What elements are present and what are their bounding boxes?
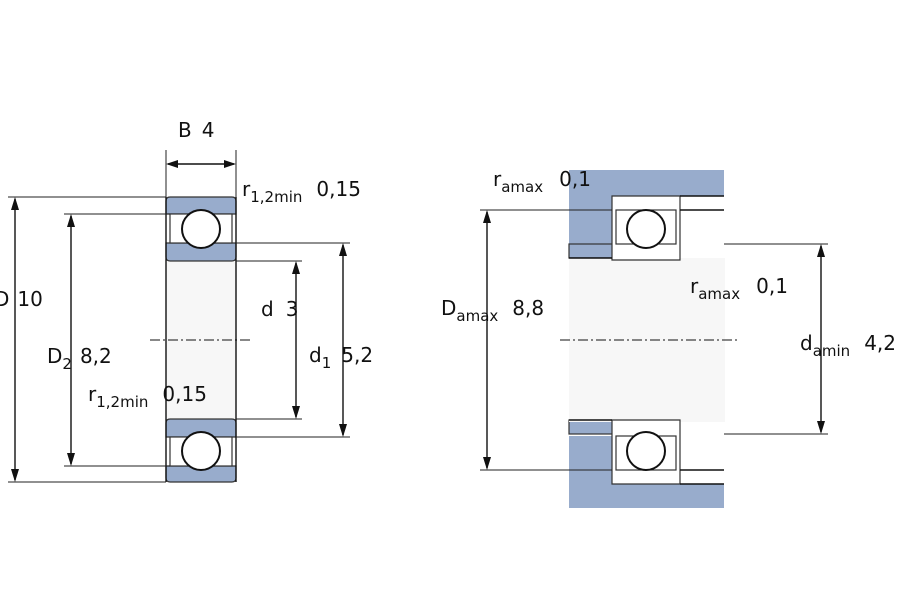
svg-text:B4: B4 — [178, 118, 214, 142]
bearing-section — [150, 196, 252, 483]
svg-text:d15,2: d15,2 — [309, 343, 373, 372]
svg-text:D10: D10 — [0, 287, 43, 311]
ball-top — [181, 209, 221, 249]
ball-bottom-right — [626, 431, 666, 471]
ball-bottom — [181, 431, 221, 471]
svg-text:D28,2: D28,2 — [47, 344, 112, 373]
mounting-section — [560, 170, 740, 508]
ball-top-right — [626, 209, 666, 249]
svg-text:d3: d3 — [261, 297, 298, 321]
